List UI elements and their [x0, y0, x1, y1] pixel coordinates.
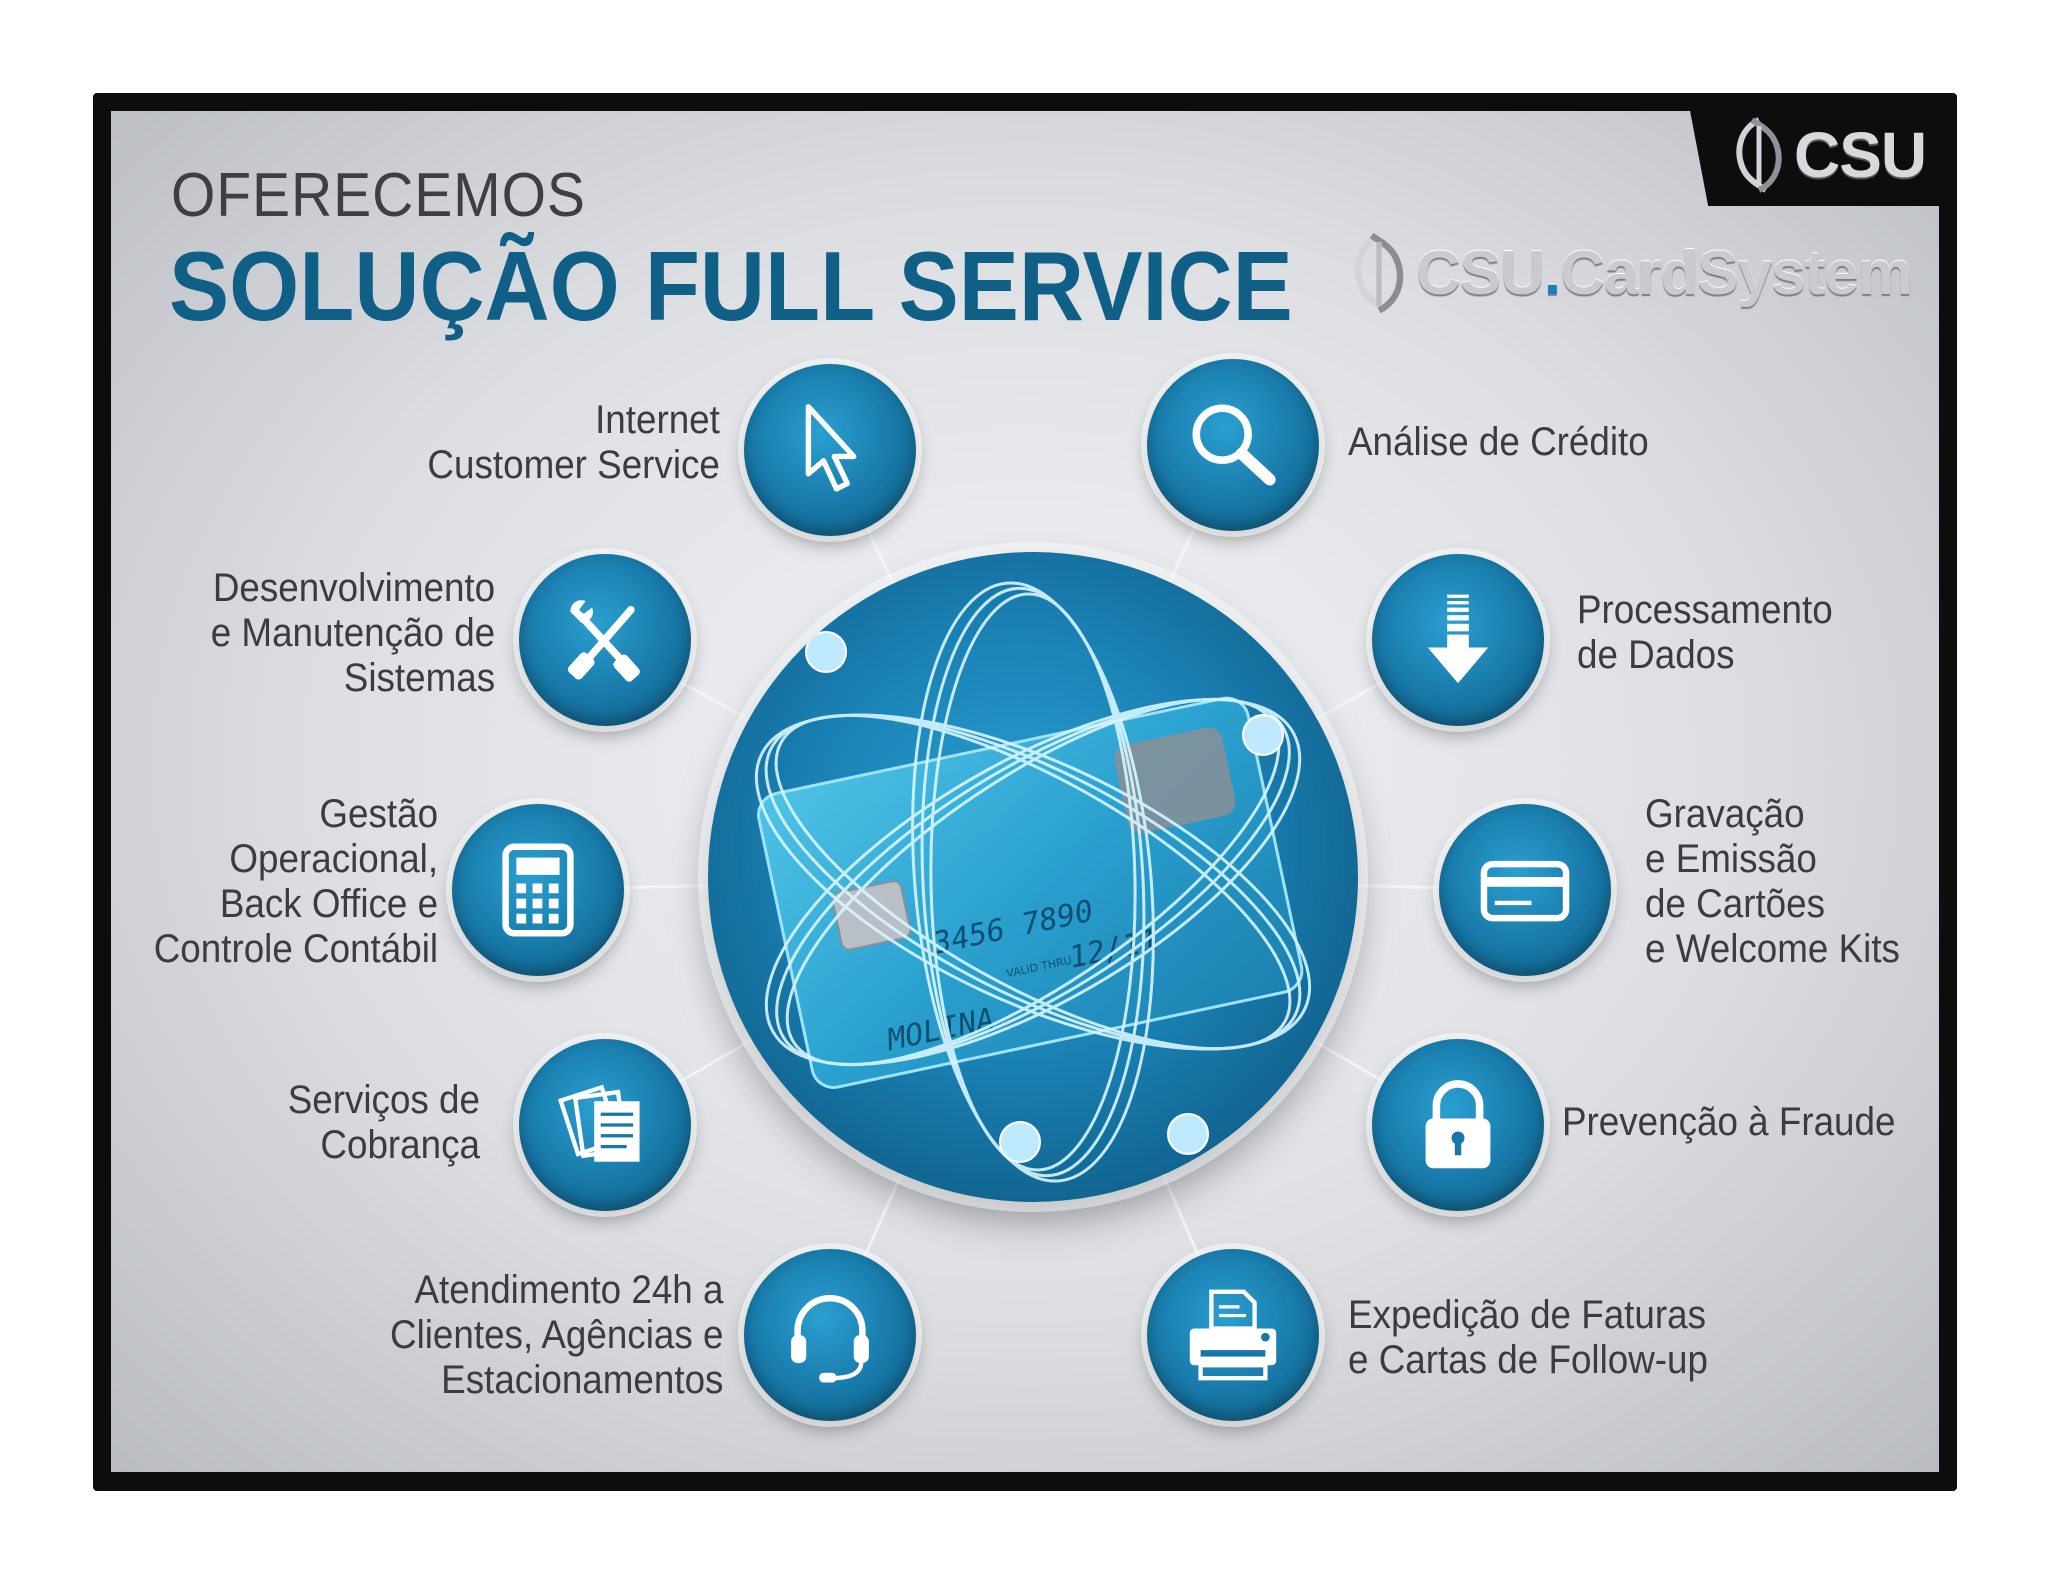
- label-line: Cobrança: [320, 1123, 480, 1167]
- label-line: Sistemas: [343, 656, 495, 700]
- label-line: Serviços de: [287, 1078, 480, 1122]
- label-line: de Dados: [1577, 633, 1735, 677]
- label-line: Operacional,: [229, 837, 438, 881]
- header-subtitle: OFERECEMOS: [171, 161, 586, 230]
- card-icon: [1480, 860, 1570, 922]
- label-line: e Manutenção de: [210, 611, 495, 655]
- service-label-atendimento: Atendimento 24h a Clientes, Agências e E…: [390, 1268, 723, 1403]
- label-line: Análise de Crédito: [1348, 420, 1649, 464]
- label-line: Customer Service: [427, 443, 720, 487]
- brand-dot: .: [1543, 238, 1561, 308]
- service-label-expedicao: Expedição de Faturas e Cartas de Follow-…: [1348, 1293, 1708, 1383]
- download-arrow-icon: [1427, 594, 1489, 684]
- central-hub: 3456 7890 VALID THRU 12/11 MOLINA: [708, 552, 1358, 1202]
- calculator-icon: [502, 843, 574, 937]
- service-icon-expedicao: [1147, 1249, 1319, 1421]
- service-label-desenvolvimento: Desenvolvimento e Manutenção de Sistemas: [211, 566, 495, 701]
- headset-icon: [791, 1295, 869, 1383]
- label-line: e Cartas de Follow-up: [1348, 1338, 1708, 1382]
- service-icon-analise: [1147, 359, 1319, 531]
- label-line: Internet: [595, 398, 720, 442]
- logo-tab: [1688, 100, 1940, 206]
- csu-cardsystem-logo: CSU.CardSystem: [1348, 228, 1913, 318]
- brand-suffix-text: CardSystem: [1560, 238, 1913, 308]
- csu-logo-text: CSU: [1794, 119, 1927, 191]
- csu-logo: CSU: [1730, 112, 1927, 198]
- page-title: SOLUÇÃO FULL SERVICE: [169, 231, 1293, 341]
- service-icon-cobranca: [519, 1039, 691, 1211]
- service-icon-prevencao: [1372, 1039, 1544, 1211]
- label-line: de Cartões: [1645, 882, 1826, 926]
- service-label-analise: Análise de Crédito: [1348, 420, 1649, 465]
- label-line: Gravação: [1645, 792, 1805, 836]
- padlock-icon: [1425, 1080, 1491, 1169]
- label-line: Expedição de Faturas: [1348, 1293, 1706, 1337]
- service-label-processamento: Processamento de Dados: [1577, 588, 1833, 678]
- label-line: Back Office e: [219, 882, 438, 926]
- service-icon-processamento: [1372, 554, 1544, 726]
- service-label-gestao: Gestão Operacional, Back Office e Contro…: [154, 792, 438, 972]
- label-line: Prevenção à Fraude: [1562, 1100, 1896, 1144]
- hub-illustration: 3456 7890 VALID THRU 12/11 MOLINA: [754, 581, 1312, 1183]
- label-line: Gestão: [319, 792, 438, 836]
- printer-icon: [1189, 1289, 1277, 1381]
- service-icon-atendimento: [744, 1249, 916, 1421]
- service-icon-desenvolvimento: [519, 554, 691, 726]
- label-line: Controle Contábil: [153, 927, 438, 971]
- service-label-internet: Internet Customer Service: [428, 398, 720, 488]
- magnifier-icon: [1192, 404, 1276, 486]
- service-icon-internet: [744, 364, 916, 536]
- service-label-gravacao: Gravação e Emissão de Cartões e Welcome …: [1645, 792, 1900, 972]
- service-label-prevencao: Prevenção à Fraude: [1562, 1100, 1895, 1145]
- csu-emblem-icon: [1736, 117, 1782, 193]
- label-line: Processamento: [1577, 588, 1833, 632]
- cardsystem-emblem-icon: [1354, 232, 1404, 314]
- cursor-icon: [805, 404, 857, 492]
- label-line: Atendimento 24h a: [414, 1268, 723, 1312]
- orbit-nodes: [805, 631, 1284, 1163]
- service-label-cobranca: Serviços de Cobrança: [288, 1078, 480, 1168]
- label-line: Clientes, Agências e: [389, 1313, 723, 1357]
- service-icon-gravacao: [1439, 804, 1611, 976]
- label-line: e Emissão: [1645, 837, 1817, 881]
- brand-main-text: CSU: [1416, 238, 1545, 308]
- documents-icon: [557, 1084, 640, 1162]
- tools-icon: [567, 600, 640, 682]
- cardsystem-logo-text: CSU.CardSystem: [1416, 238, 1913, 309]
- orbit-rings: [754, 581, 1312, 1183]
- label-line: e Welcome Kits: [1645, 927, 1900, 971]
- label-line: Desenvolvimento: [212, 566, 495, 610]
- service-icon-gestao: [452, 804, 624, 976]
- label-line: Estacionamentos: [440, 1358, 723, 1402]
